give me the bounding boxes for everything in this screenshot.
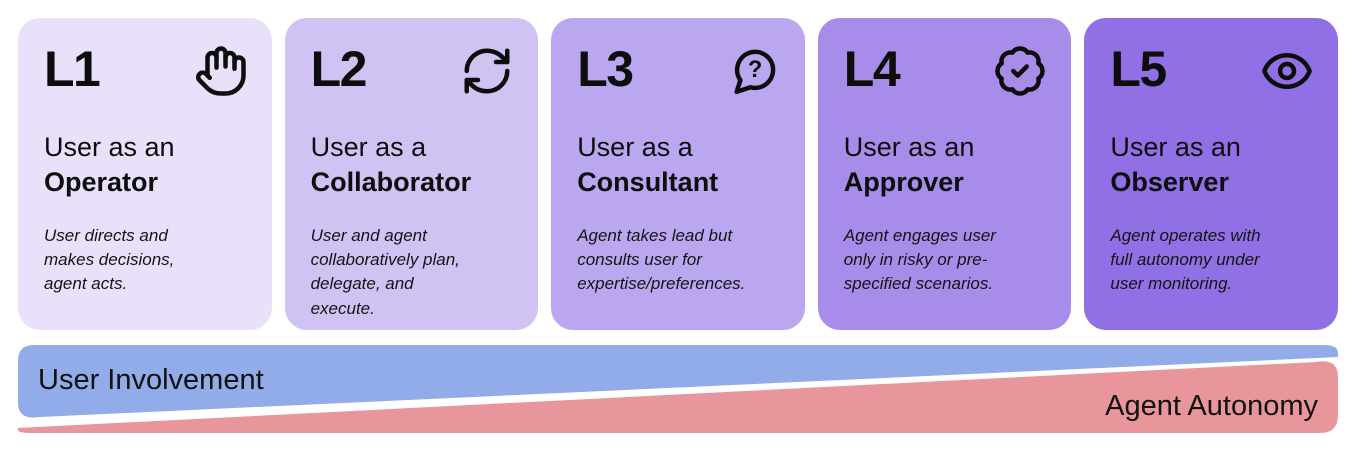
level-label: L2	[310, 41, 368, 97]
title-role: Observer	[1110, 167, 1229, 198]
card-title: User as an Observer	[1110, 130, 1314, 200]
card-header: L2	[311, 44, 515, 98]
badge-check-icon	[993, 44, 1047, 98]
card-description: Agent takes lead but consults user for e…	[577, 226, 746, 294]
eye-icon	[1260, 44, 1314, 98]
chat-question-icon: ?	[727, 44, 781, 98]
user-involvement-wedge	[18, 345, 1338, 418]
level-label: L3	[577, 41, 634, 97]
title-role: Operator	[44, 167, 159, 198]
level-card-l5: L5 User as an Observer Agent operates wi…	[1084, 18, 1338, 330]
level-card-l4: L4 User as an Approver Agent engages use…	[817, 18, 1072, 330]
card-description: Agent operates with full autonomy under …	[1110, 226, 1261, 294]
level-card-l2: L2 User as a Collaborator User and agent…	[284, 18, 539, 330]
level-card-l3: L3 ? User as a Consultant Agent takes le…	[551, 18, 805, 330]
card-header: L3 ?	[577, 44, 781, 98]
agent-autonomy-label: Agent Autonomy	[1105, 390, 1318, 422]
card-title: User as a Consultant	[577, 130, 781, 200]
card-description: User and agent collaboratively plan, del…	[310, 226, 460, 318]
title-prefix: User as an	[843, 132, 975, 162]
card-title: User as an Operator	[44, 130, 248, 200]
level-label: L4	[843, 41, 901, 97]
involvement-autonomy-spectrum: User Involvement Agent Autonomy	[18, 345, 1338, 433]
card-title: User as a Collaborator	[311, 130, 515, 200]
card-description: Agent engages user only in risky or pre-…	[843, 226, 996, 294]
hand-icon	[194, 44, 248, 98]
level-label: L1	[44, 41, 101, 97]
title-role: Approver	[843, 167, 964, 198]
card-header: L4	[844, 44, 1048, 98]
user-involvement-label: User Involvement	[38, 364, 264, 396]
card-header: L5	[1110, 44, 1314, 98]
levels-row: L1 User as an Operator User directs and …	[18, 18, 1338, 330]
title-role: Collaborator	[310, 167, 472, 198]
title-prefix: User as a	[577, 132, 693, 162]
title-prefix: User as an	[44, 132, 175, 162]
level-label: L5	[1110, 41, 1167, 97]
card-description: User directs and makes decisions, agent …	[44, 226, 175, 294]
card-header: L1	[44, 44, 248, 98]
level-card-l1: L1 User as an Operator User directs and …	[18, 18, 272, 330]
refresh-arrows-icon	[460, 44, 514, 98]
title-prefix: User as an	[1110, 132, 1241, 162]
card-title: User as an Approver	[844, 130, 1048, 200]
question-mark-glyph: ?	[748, 57, 762, 83]
agent-autonomy-wedge	[18, 361, 1338, 433]
title-prefix: User as a	[310, 132, 427, 162]
title-role: Consultant	[577, 167, 719, 198]
